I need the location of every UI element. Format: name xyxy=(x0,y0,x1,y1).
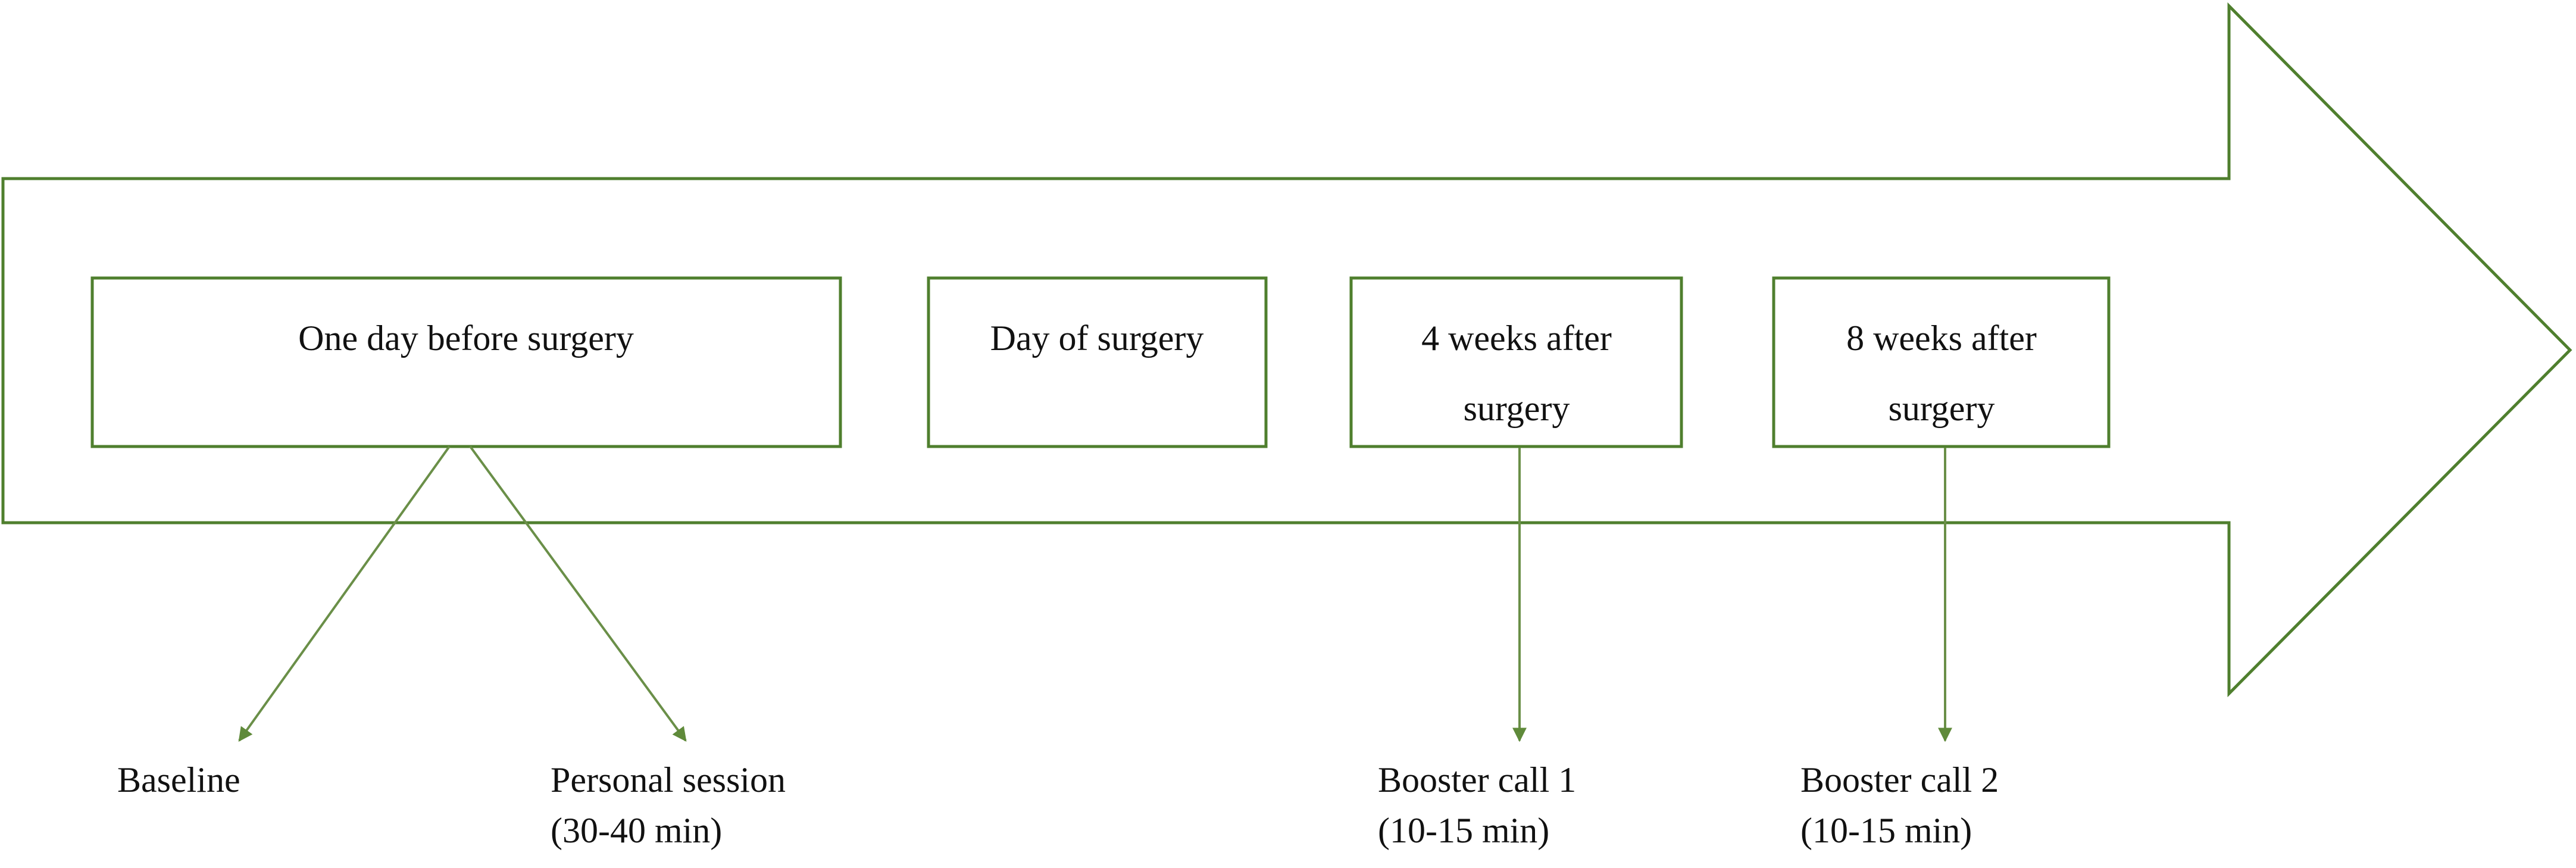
outcome-label-line: (10-15 min) xyxy=(1800,811,1972,850)
stage-label-line: surgery xyxy=(1889,389,1995,428)
stage-one-day-before-surgery: One day before surgery xyxy=(90,276,842,448)
stage-4-weeks-after-surgery: 4 weeks after surgery xyxy=(1349,276,1683,448)
stage-box xyxy=(927,276,1268,448)
outcome-personal-session: Personal session (30-40 min) xyxy=(551,760,786,850)
outcome-booster-call-2: Booster call 2 (10-15 min) xyxy=(1800,760,1999,850)
stage-label-line: surgery xyxy=(1464,389,1570,428)
stage-box xyxy=(1772,276,2111,448)
stage-label-line: 8 weeks after xyxy=(1846,319,2037,358)
stage-day-of-surgery: Day of surgery xyxy=(927,276,1268,448)
stage-8-weeks-after-surgery: 8 weeks after surgery xyxy=(1772,276,2111,448)
connector-arrow-baseline xyxy=(238,445,451,742)
stage-box xyxy=(90,276,842,448)
outcome-label-line: (30-40 min) xyxy=(551,811,722,850)
outcome-label-line: Baseline xyxy=(117,760,240,800)
outcome-booster-call-1: Booster call 1 (10-15 min) xyxy=(1378,760,1576,850)
stage-label-line: One day before surgery xyxy=(298,319,634,358)
outcome-label-line: Personal session xyxy=(551,760,786,800)
outcome-baseline: Baseline xyxy=(117,760,240,800)
outcome-label-line: Booster call 1 xyxy=(1378,760,1576,800)
timeline-arrow-shape xyxy=(1,2,2572,698)
stage-label-line: Day of surgery xyxy=(990,319,1204,358)
stage-box xyxy=(1349,276,1683,448)
stage-label-line: 4 weeks after xyxy=(1421,319,1612,358)
connector-arrow-personal-session xyxy=(469,445,687,742)
outcome-label-line: (10-15 min) xyxy=(1378,811,1549,850)
outcome-label-line: Booster call 2 xyxy=(1800,760,1999,800)
